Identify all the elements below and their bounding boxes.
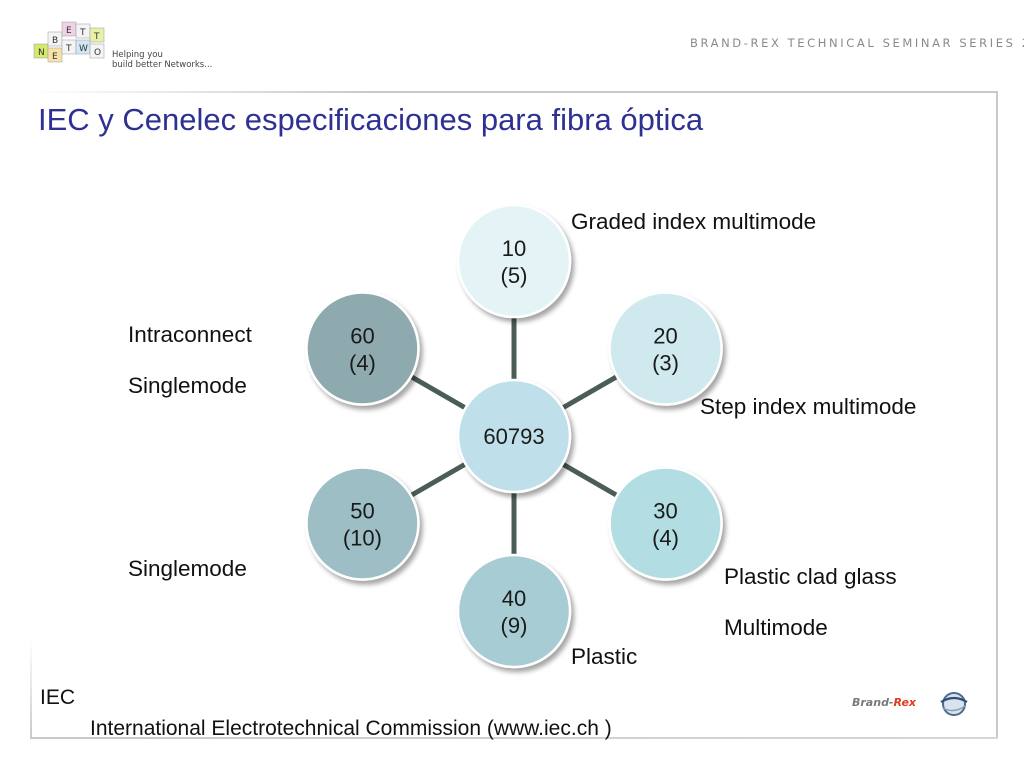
connector-group (409, 317, 619, 555)
frame-bottom-border (30, 737, 998, 739)
frame-top-border (30, 91, 998, 93)
label-multimode: Multimode (724, 615, 828, 640)
logo-letter-o: O (94, 48, 101, 58)
node-40-circle (456, 553, 572, 669)
connector-node-60 (409, 374, 467, 411)
slide-title: IEC y Cenelec especificaciones para fibr… (38, 102, 704, 137)
node-60-number: 60 (350, 324, 374, 349)
frame-left-border (30, 640, 32, 739)
node-20-circle (608, 291, 723, 406)
node-10-circle (456, 203, 572, 319)
better-networks-logo: N B E T T E T W O Helping you build bett… (28, 18, 212, 78)
logo-letter-t2: T (93, 32, 100, 42)
node-group: 10(5)20(3)30(4)40(9)50(10)60(4)60793 (305, 203, 723, 669)
label-step-index: Step index multimode (700, 394, 917, 419)
logo-letter-n: N (38, 48, 45, 58)
logo-letter-t: T (79, 28, 86, 38)
brand-rex-part-b: Rex (893, 696, 916, 709)
label-singlemode-50: Singlemode (128, 556, 247, 581)
node-10-number: 10 (502, 236, 526, 261)
brand-rex-wordmark: Brand-Rex (852, 696, 916, 709)
label-singlemode-60: Singlemode (128, 373, 247, 398)
center-node-circle (456, 378, 572, 494)
logo-tagline: Helping you build better Networks... (112, 50, 222, 70)
logo-letter-e: E (66, 26, 72, 36)
node-20-number: 20 (653, 324, 677, 349)
node-60-circle (305, 291, 420, 406)
node-50-circle (305, 466, 420, 581)
logo-blocks: N B E T T E T W O (33, 21, 105, 63)
label-plastic-clad: Plastic clad glass (724, 564, 897, 589)
node-30-count: (4) (652, 526, 679, 551)
node-50-count: (10) (343, 526, 382, 551)
brand-rex-part-a: Brand- (852, 696, 894, 709)
node-30-circle (608, 466, 723, 581)
seminar-series-header: BRAND-REX TECHNICAL SEMINAR SERIES 2009 (690, 36, 1024, 50)
logo-letter-t3: T (65, 44, 72, 54)
node-10-count: (5) (501, 263, 528, 288)
brand-rex-logo: Brand-Rex (852, 690, 972, 718)
node-60-count: (4) (349, 351, 376, 376)
logo-letter-b: B (52, 36, 58, 46)
label-plastic: Plastic (571, 644, 638, 669)
node-20-count: (3) (652, 351, 679, 376)
frame-right-border (996, 91, 998, 739)
connector-node-30 (561, 461, 619, 498)
node-50-number: 50 (350, 499, 374, 524)
logo-tagline-line2: build better Networks... (112, 60, 213, 70)
label-intraconnect: Intraconnect (128, 322, 252, 347)
node-40-number: 40 (502, 586, 526, 611)
connector-node-50 (409, 461, 467, 498)
logo-letter-e2: E (52, 52, 58, 62)
label-graded-index: Graded index multimode (571, 209, 817, 234)
node-30-number: 30 (653, 499, 677, 524)
iec-full-name: International Electrotechnical Commissio… (90, 717, 612, 740)
logo-tagline-line1: Helping you (112, 50, 163, 60)
logo-letter-w: W (79, 44, 88, 54)
center-node-label: 60793 (483, 424, 544, 449)
brand-rex-globe-icon (940, 692, 968, 716)
connector-node-20 (561, 374, 619, 411)
node-40-count: (9) (501, 613, 528, 638)
iec-abbrev: IEC (40, 686, 76, 709)
